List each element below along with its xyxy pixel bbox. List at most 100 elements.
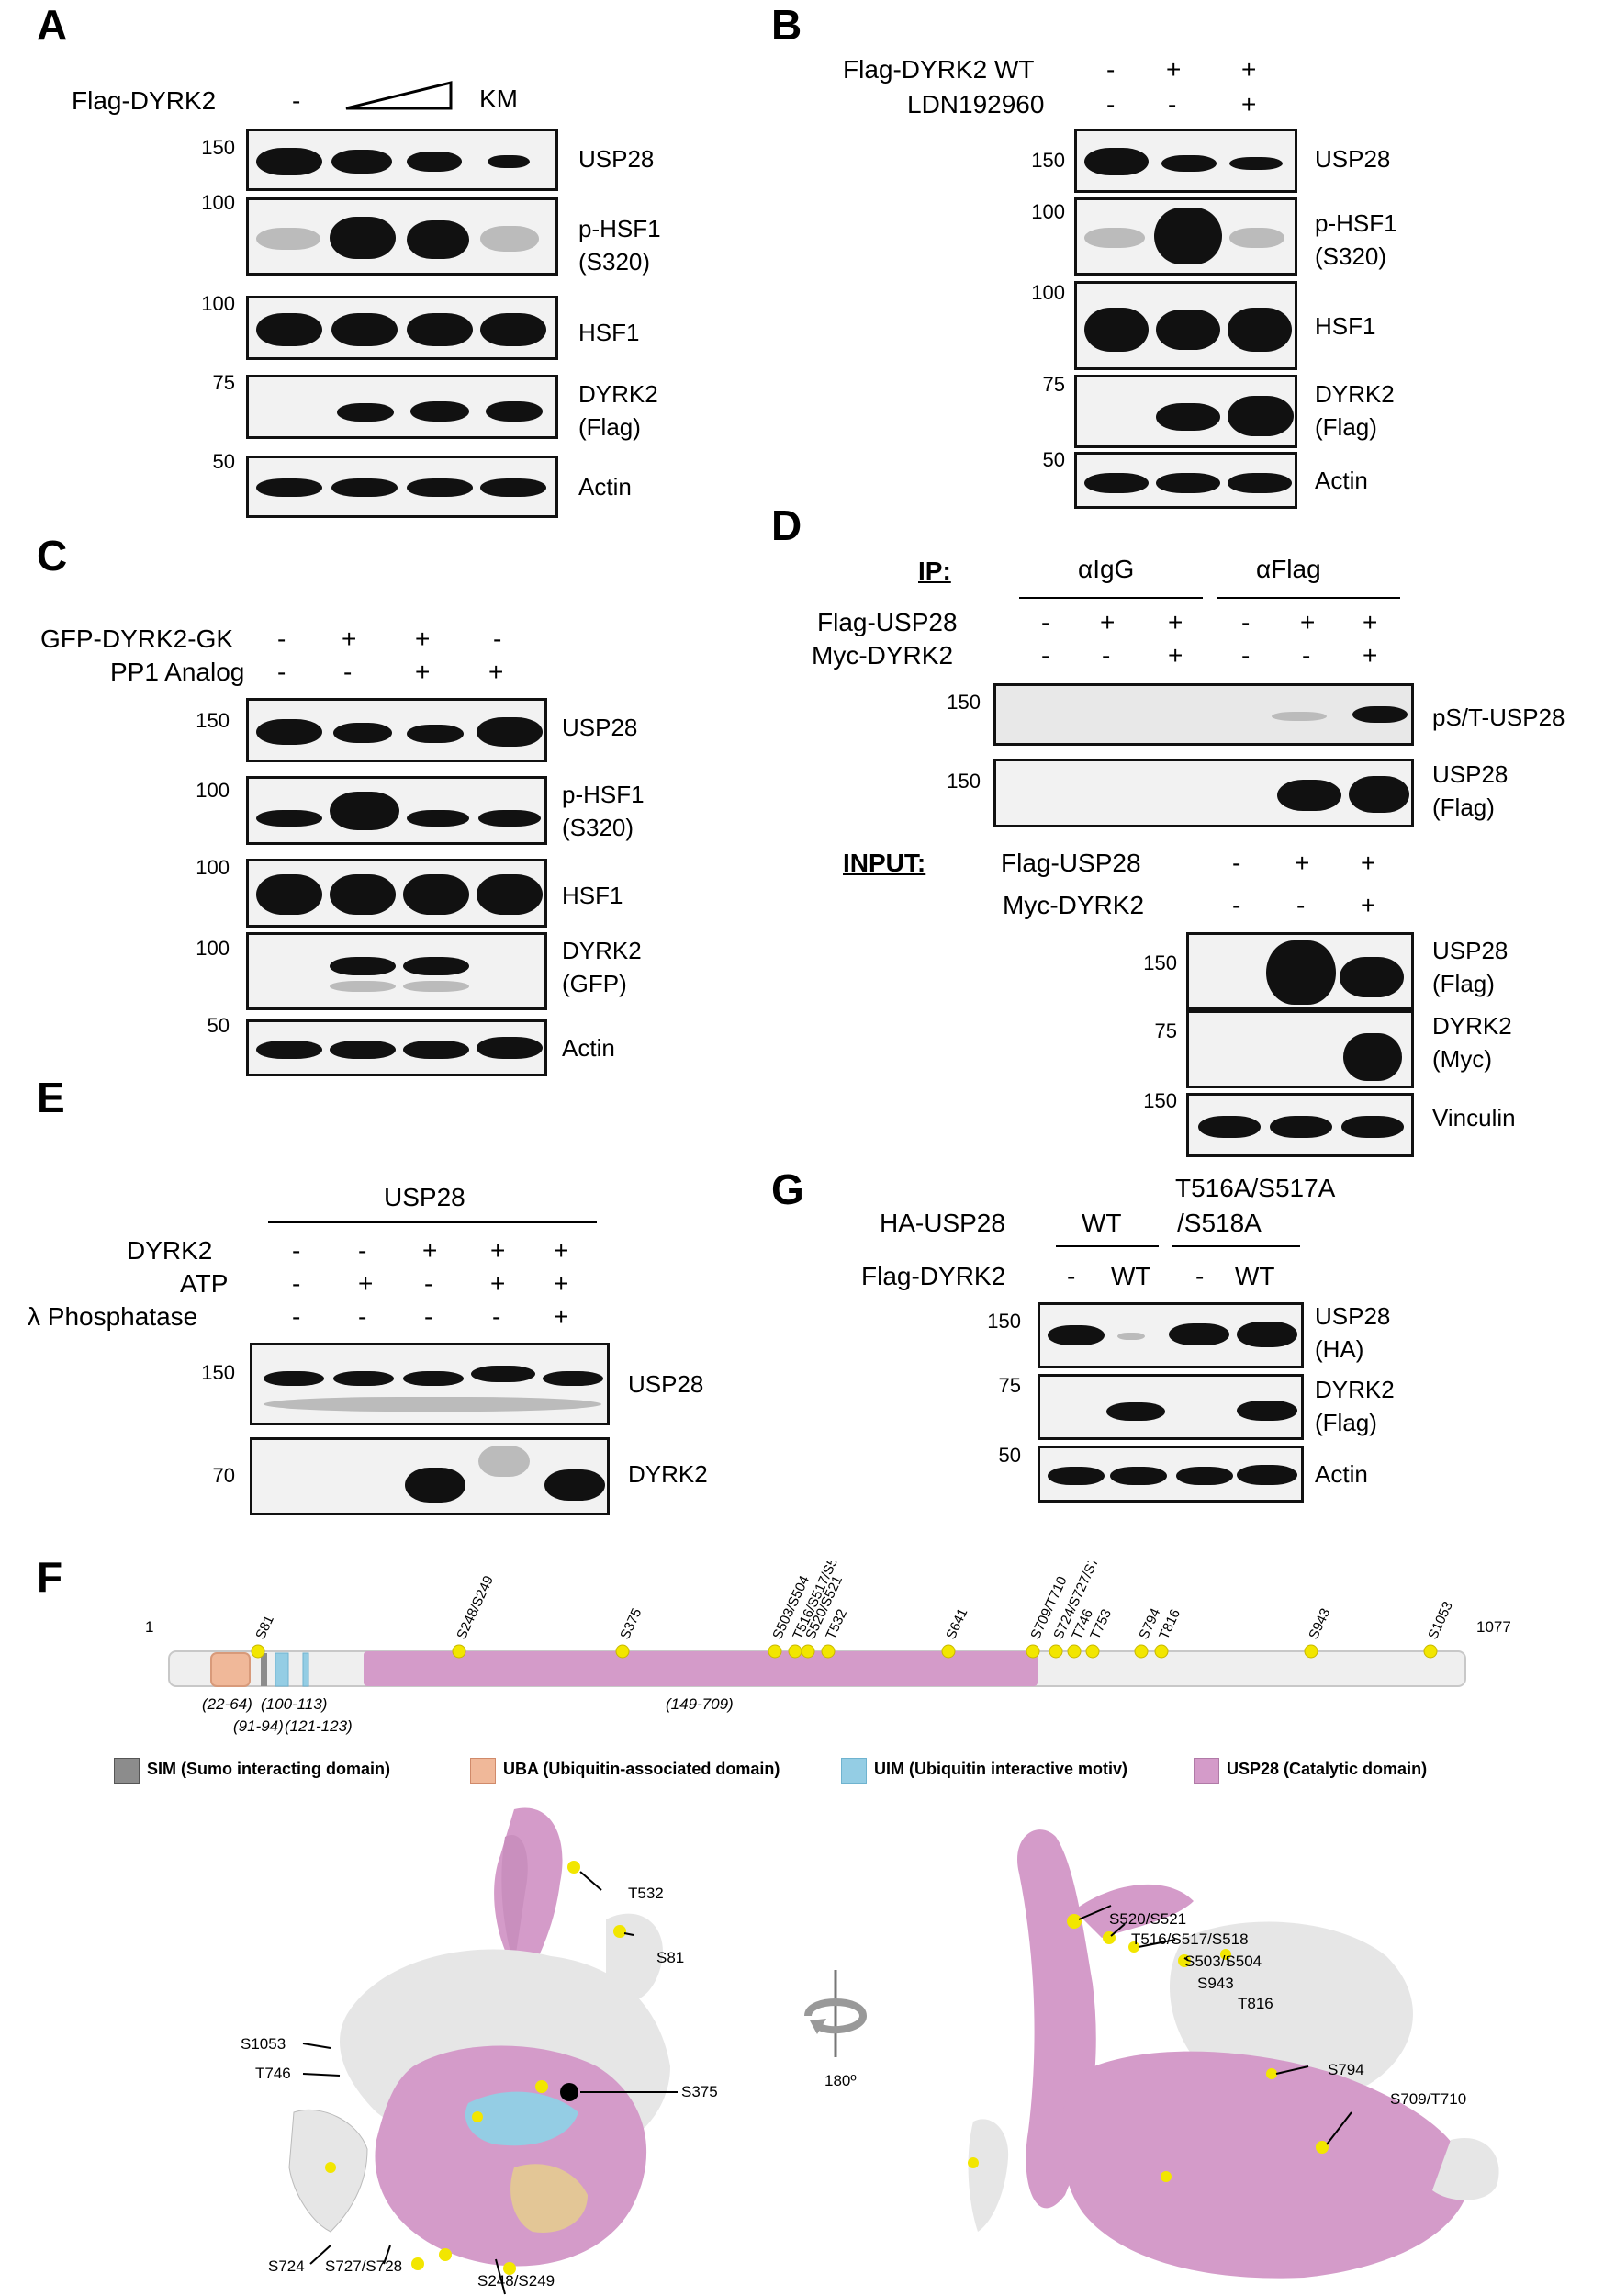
mw-d-0: 150 (947, 691, 981, 714)
blot-c-actin (246, 1019, 547, 1076)
b-c2-2: + (1241, 90, 1257, 118)
panel-g-cond2: Flag-DYRK2 (861, 1262, 1006, 1290)
phosphosite-marker (941, 1644, 956, 1659)
mw-d-in-0: 150 (1143, 951, 1177, 974)
g-c2-1: WT (1111, 1262, 1151, 1290)
mw-d-1: 150 (947, 770, 981, 793)
label-d-1: USP28 (1432, 760, 1509, 788)
struct-r-s520: S520/S521 (1109, 1910, 1187, 1928)
legend-uba: UBA (Ubiquitin-associated domain) (503, 1760, 780, 1778)
label-d-in-1: DYRK2 (1432, 1012, 1512, 1040)
label-a-4: Actin (578, 473, 632, 501)
label-a-2: HSF1 (578, 319, 640, 346)
label-g-1-sub: (Flag) (1315, 1409, 1377, 1436)
struct-l-s727: S727/S728 (325, 2257, 403, 2275)
mw-g-2: 50 (998, 1444, 1021, 1467)
e-c2-4: + (554, 1269, 569, 1298)
label-c-0: USP28 (562, 714, 638, 741)
label-g-1: DYRK2 (1315, 1376, 1395, 1403)
sim-domain (261, 1653, 267, 1686)
panel-d-label: D (771, 501, 802, 549)
mw-a-2: 100 (201, 292, 235, 315)
label-d-1-sub: (Flag) (1432, 793, 1495, 821)
underline-e (268, 1221, 597, 1223)
label-b-0: USP28 (1315, 145, 1391, 173)
g-c2-2: - (1195, 1262, 1205, 1290)
blot-b-dyrk2 (1074, 375, 1297, 448)
phosphosite-marker (452, 1644, 466, 1659)
struct-l-t746: T746 (255, 2065, 291, 2082)
structure-front-view (288, 1807, 678, 2295)
struct-r-t516: T516/S517/S518 (1131, 1930, 1249, 1948)
label-b-4: Actin (1315, 467, 1368, 494)
panel-g-mut1: T516A/S517A (1175, 1174, 1336, 1202)
panel-f-label: F (37, 1553, 63, 1601)
label-a-3-sub: (Flag) (578, 413, 641, 441)
c-c2-0: - (277, 658, 286, 686)
blot-d-in-dyrk2 (1186, 1010, 1414, 1088)
c-c2-2: + (415, 658, 431, 686)
panel-g-label: G (771, 1165, 804, 1213)
mw-b-2: 100 (1031, 281, 1065, 304)
legend-sim: SIM (Sumo interacting domain) (147, 1760, 391, 1778)
mw-a-0: 150 (201, 136, 235, 159)
mw-b-0: 150 (1031, 149, 1065, 172)
phosphosite-marker (615, 1644, 630, 1659)
struct-l-s375: S375 (681, 2083, 718, 2100)
blot-a-hsf1 (246, 296, 558, 360)
label-e-1: DYRK2 (628, 1460, 708, 1488)
b-c1-2: + (1241, 55, 1257, 84)
label-g-0: USP28 (1315, 1302, 1391, 1330)
domain-end: 1077 (1476, 1618, 1511, 1636)
panel-g-cond1: HA-USP28 (880, 1209, 1005, 1237)
panel-d-input: INPUT: (843, 849, 926, 877)
d-in-c2-1: - (1296, 891, 1306, 919)
panel-e-label: E (37, 1074, 65, 1121)
phosphosite-label: S641 (943, 1606, 970, 1642)
blot-d-pst-usp28 (993, 683, 1414, 746)
blot-a-actin (246, 456, 558, 518)
c-c2-1: - (343, 658, 353, 686)
label-b-1-sub: (S320) (1315, 242, 1387, 270)
mw-c-3: 100 (196, 937, 230, 960)
e-c1-4: + (554, 1236, 569, 1265)
panel-a-cond-label: Flag-DYRK2 (72, 86, 217, 115)
panel-b-cond2: LDN192960 (907, 90, 1045, 118)
c-c1-2: + (415, 625, 431, 653)
d-in-c1-2: + (1361, 849, 1376, 877)
blot-g-usp28 (1038, 1302, 1304, 1368)
struct-r-s503: S503/S504 (1184, 1953, 1262, 1970)
legend-catalytic: USP28 (Catalytic domain) (1227, 1760, 1428, 1778)
d-c2-4: - (1302, 641, 1311, 670)
mw-a-4: 50 (212, 450, 235, 473)
phosphosite-label: S81 (252, 1613, 277, 1641)
blot-c-phsf1 (246, 776, 547, 845)
phosphosite-marker (821, 1644, 836, 1659)
blot-c-usp28 (246, 698, 547, 762)
struct-l-s81: S81 (656, 1949, 685, 1966)
underline-aflag (1217, 597, 1400, 599)
label-a-1: p-HSF1 (578, 215, 661, 242)
blot-c-dyrk2 (246, 932, 547, 1010)
d-in-c2-2: + (1361, 891, 1376, 919)
phosphosite-marker (251, 1644, 265, 1659)
e-c2-0: - (292, 1269, 301, 1298)
uim-domain-1 (275, 1652, 289, 1687)
blot-b-actin (1074, 452, 1297, 509)
e-c1-0: - (292, 1236, 301, 1265)
d-c2-0: - (1041, 641, 1050, 670)
label-d-in-0-sub: (Flag) (1432, 970, 1495, 997)
mw-b-3: 75 (1042, 373, 1065, 396)
legend-sim-swatch (114, 1758, 140, 1784)
b-c1-1: + (1166, 55, 1182, 84)
label-e-0: USP28 (628, 1370, 704, 1398)
legend-uim-swatch (841, 1758, 867, 1784)
e-c3-2: - (424, 1302, 433, 1331)
g-c2-3: WT (1235, 1262, 1275, 1290)
phosphosite-marker (801, 1644, 815, 1659)
struct-r-s943: S943 (1197, 1975, 1234, 1992)
d-in-c1-0: - (1232, 849, 1241, 877)
phosphosite-label: S375 (617, 1606, 645, 1642)
mw-c-0: 150 (196, 709, 230, 732)
label-d-in-1-sub: (Myc) (1432, 1045, 1492, 1073)
